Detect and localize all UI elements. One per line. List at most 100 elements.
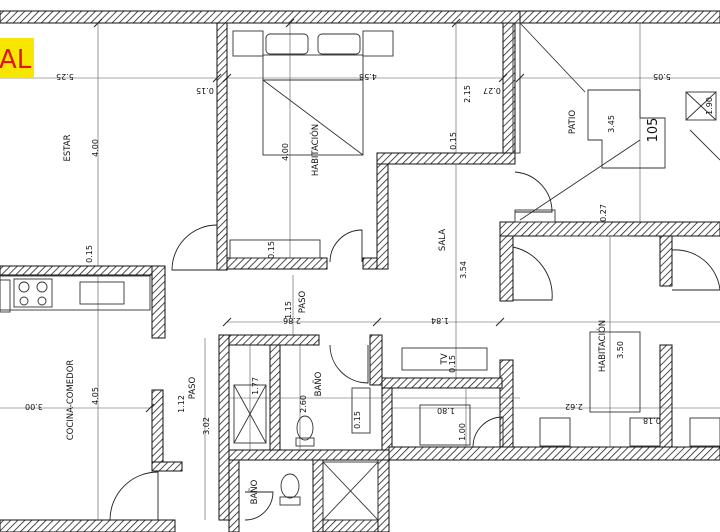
dim-1-12: 1.12 xyxy=(177,395,186,413)
dim-5-25: 5.25 xyxy=(56,72,74,81)
dim-0-15-e: 0.15 xyxy=(448,355,457,373)
patio-planter xyxy=(587,89,666,169)
vanity-right xyxy=(351,387,371,434)
dim-0-15-c: 0.15 xyxy=(267,241,276,259)
label-estar: ESTAR xyxy=(63,134,73,161)
wall-bottom-right xyxy=(388,446,720,461)
fridge-edge xyxy=(0,279,11,313)
wall-estar-hab xyxy=(216,22,228,271)
door-entry xyxy=(109,471,159,521)
wall-kitchen-right-lower xyxy=(151,389,164,463)
kitchen-counter xyxy=(0,275,151,311)
label-paso-top: PASO xyxy=(298,290,308,313)
walls xyxy=(0,10,720,532)
wall-patio-bottom xyxy=(499,221,720,237)
dim-4-00-estar: 4.00 xyxy=(91,139,100,157)
wall-bano2-right xyxy=(312,459,324,532)
wall-kitchen-bottom-stub xyxy=(151,461,183,472)
dim-2-62: 2.62 xyxy=(565,402,583,411)
fixtures xyxy=(0,22,720,521)
door-bano2 xyxy=(244,491,274,521)
dim-4-00-hab: 4.00 xyxy=(281,143,290,161)
label-habitacion-bottom: HABITACIÓN xyxy=(596,320,608,372)
wall-estar-bottom xyxy=(0,265,166,276)
door-hab2 xyxy=(671,249,720,291)
pillow-right xyxy=(317,33,361,55)
label-paso-left: PASO xyxy=(188,376,198,399)
dim-2-60: 2.60 xyxy=(299,395,308,413)
dimension-labels: 5.25 0.15 4.58 2.15 0.27 5.05 4.00 4.00 … xyxy=(25,72,714,441)
nightstand-right xyxy=(362,30,394,57)
pillow-left xyxy=(265,33,309,55)
dim-4-05: 4.05 xyxy=(91,387,100,405)
door-hab-top xyxy=(329,229,363,263)
wall-top xyxy=(0,10,521,24)
bed-top xyxy=(262,54,364,156)
dim-3-54: 3.54 xyxy=(459,261,468,279)
wall-sala-right-upper xyxy=(499,235,514,302)
dim-1-90: 1.90 xyxy=(705,97,714,115)
wall-sala-right-lower xyxy=(499,359,514,451)
wall-kitchen-right-upper xyxy=(151,265,166,339)
label-sala: SALA xyxy=(438,229,448,251)
nightstand-bottom-right xyxy=(629,417,661,447)
patio-box xyxy=(685,91,717,121)
dim-0-15-a: 0.15 xyxy=(196,86,214,95)
shower xyxy=(233,384,267,444)
tv-console xyxy=(401,347,488,371)
toilet-bottom xyxy=(280,473,300,499)
patio-window xyxy=(512,22,521,154)
wall-hab2-right-upper xyxy=(659,235,673,287)
door-estar xyxy=(171,224,218,271)
dim-0-15-f: 0.15 xyxy=(353,411,362,429)
door-closet xyxy=(472,416,504,448)
dim-0-27-a: 0.27 xyxy=(483,86,501,95)
bed-bottom-top xyxy=(589,331,641,413)
dim-1-15: 1.15 xyxy=(284,301,293,319)
label-patio: PATIO xyxy=(568,110,578,134)
wall-bath-bottom xyxy=(228,449,390,461)
dimension-ticks xyxy=(93,18,525,413)
label-tv: TV xyxy=(440,353,450,365)
unit-number: 105 xyxy=(646,118,661,143)
dim-2-15: 2.15 xyxy=(463,85,472,103)
dim-3-50: 3.50 xyxy=(616,341,625,359)
label-bano-bottom: BAÑO xyxy=(249,479,260,504)
sink xyxy=(79,281,125,305)
dim-1-80: 1.80 xyxy=(437,406,455,415)
dim-1-77: 1.77 xyxy=(251,377,260,395)
label-bano-right: BAÑO xyxy=(313,371,324,396)
badge-text: AL xyxy=(0,45,32,75)
dim-3-45: 3.45 xyxy=(607,115,616,133)
nightstand-left xyxy=(232,30,264,57)
wall-top-right xyxy=(519,10,720,24)
label-habitacion-top: HABITACIÓN xyxy=(309,124,321,176)
nightstand-bottom-left xyxy=(539,417,571,447)
toilet-right xyxy=(296,415,314,441)
dim-0-18: 0.18 xyxy=(643,416,661,425)
wall-bath-left xyxy=(218,334,230,521)
dim-0-27-b: 0.27 xyxy=(599,204,608,222)
dim-0-15-d: 0.15 xyxy=(449,132,458,150)
patio-step xyxy=(514,209,556,223)
dim-2-86: 2.86 xyxy=(283,316,301,325)
dim-1-84: 1.84 xyxy=(431,316,449,325)
door-patio xyxy=(514,171,553,213)
wall-hab2-right-lower xyxy=(659,344,673,451)
wall-shaft-bottom xyxy=(322,519,379,532)
dim-3-02: 3.02 xyxy=(202,417,211,435)
wall-bath-divider xyxy=(269,344,281,451)
dim-3-00: 3.00 xyxy=(25,402,43,411)
door-bano xyxy=(329,344,369,384)
wall-step-horizontal xyxy=(376,152,516,165)
dim-5-05: 5.05 xyxy=(653,72,671,81)
wall-shaft-right xyxy=(377,459,390,532)
dim-0-15-b: 0.15 xyxy=(85,245,94,263)
wall-bath-top xyxy=(218,334,320,346)
dim-4-58: 4.58 xyxy=(359,72,377,81)
wall-closet-left xyxy=(381,387,393,451)
nightstand-far-right xyxy=(689,417,720,447)
wall-bano2-left xyxy=(228,459,240,532)
wall-step-vertical xyxy=(376,152,389,270)
